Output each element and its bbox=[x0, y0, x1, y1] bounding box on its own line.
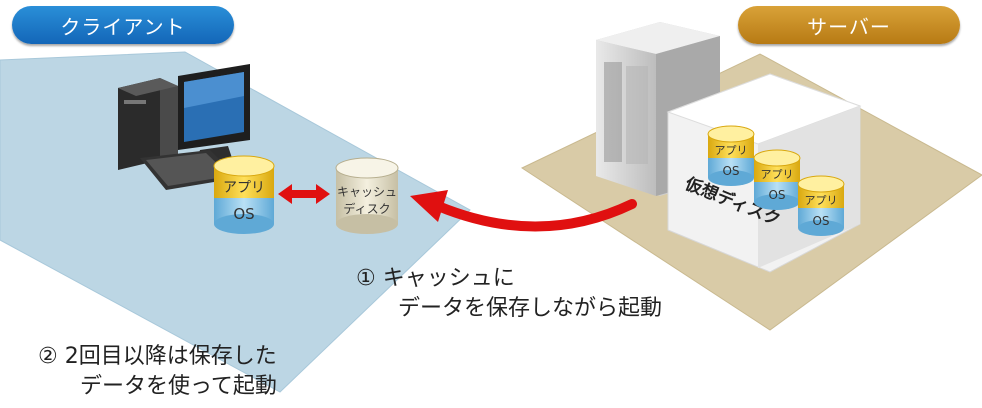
step2-line1: 2回目以降は保存した bbox=[64, 344, 277, 369]
server-disk-2-app: アプリ bbox=[761, 168, 794, 181]
cache-disk: キャッシュ ディスク bbox=[335, 157, 399, 234]
server-disk-1-os: OS bbox=[722, 164, 739, 178]
step1-line2: データを保存しながら起動 bbox=[398, 296, 663, 321]
server-disk-3: アプリ OS bbox=[797, 175, 845, 236]
client-label: クライアント bbox=[12, 6, 234, 44]
server-disk-1: アプリ OS bbox=[707, 125, 755, 186]
client-os-label: OS bbox=[233, 205, 254, 223]
cache-label-line1: キャッシュ bbox=[337, 185, 397, 199]
sync-double-arrow bbox=[278, 184, 330, 204]
server-disk-2: アプリ OS bbox=[753, 149, 801, 210]
step2-number: ② bbox=[38, 344, 58, 369]
client-app-os-disk: アプリ OS bbox=[213, 155, 275, 234]
server-disk-3-os: OS bbox=[812, 214, 829, 228]
cache-label-line2: ディスク bbox=[343, 201, 390, 216]
client-app-label: アプリ bbox=[223, 180, 265, 196]
step1-caption: ① キャッシュに データを保存しながら起動 bbox=[356, 264, 662, 324]
client-tower bbox=[118, 78, 178, 170]
client-monitor bbox=[178, 64, 250, 162]
server-disk-1-app: アプリ bbox=[715, 144, 748, 157]
server-label: サーバー bbox=[738, 6, 960, 44]
step1-number: ① bbox=[356, 266, 376, 291]
step2-line2: データを使って起動 bbox=[80, 374, 277, 399]
step1-line1: キャッシュに bbox=[382, 266, 515, 291]
step2-caption: ② 2回目以降は保存した データを使って起動 bbox=[38, 342, 277, 402]
server-disk-3-app: アプリ bbox=[805, 194, 838, 207]
server-disk-2-os: OS bbox=[768, 188, 785, 202]
download-arrow bbox=[410, 190, 637, 232]
